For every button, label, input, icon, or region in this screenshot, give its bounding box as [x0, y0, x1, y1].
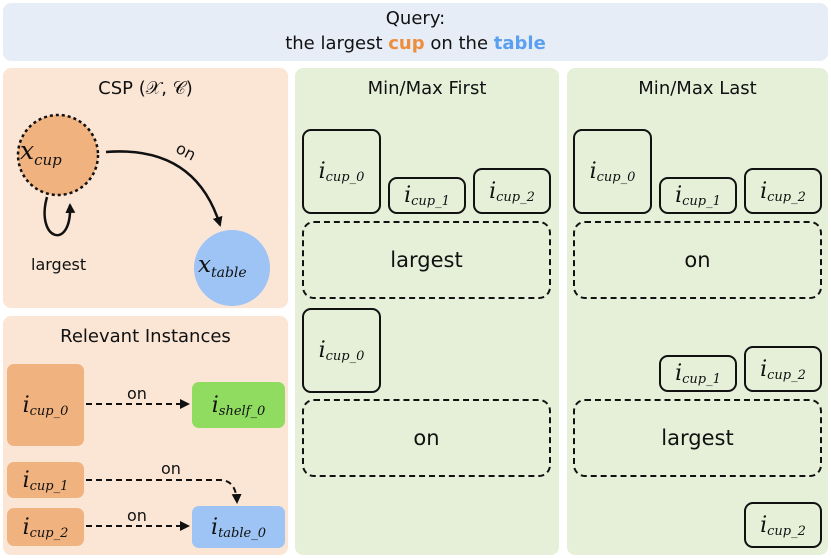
minmax-last-title: Min/Max Last: [638, 78, 757, 99]
csp-node-table: [194, 230, 270, 306]
csp-edge-on: [105, 150, 223, 227]
query-object-cup: cup: [388, 33, 425, 54]
query-prefix: the largest: [285, 33, 389, 54]
query-bar: [3, 3, 828, 61]
last-step-on: on: [573, 221, 822, 299]
minmax-first-panel: [295, 68, 559, 555]
csp-self-loop-label: largest: [31, 255, 87, 274]
query-title: Query:: [385, 8, 446, 29]
csp-node-table-label: xtable: [198, 252, 247, 281]
query-object-table: table: [493, 33, 546, 54]
query-text: the largest cup on the table: [0, 33, 831, 54]
first-step-on: on: [302, 399, 551, 477]
csp-title: CSP (𝒳, 𝒞): [98, 78, 193, 99]
csp-self-loop: [43, 196, 76, 237]
last-step-largest: largest: [573, 399, 822, 477]
minmax-first-title: Min/Max First: [367, 78, 487, 99]
rel-edge-cup1-table: [86, 479, 242, 504]
first-step-largest: largest: [302, 221, 551, 299]
csp-node-cup: [16, 113, 100, 197]
minmax-last-panel: [567, 68, 828, 555]
query-mid: on the: [424, 33, 494, 54]
relevant-title: Relevant Instances: [60, 326, 231, 347]
rel-edge-on-label-3: on: [127, 506, 147, 525]
csp-node-cup-label: xcup: [20, 136, 62, 169]
rel-edge-on-label-1: on: [127, 384, 147, 403]
rel-edge-on-label-2: on: [161, 459, 181, 478]
